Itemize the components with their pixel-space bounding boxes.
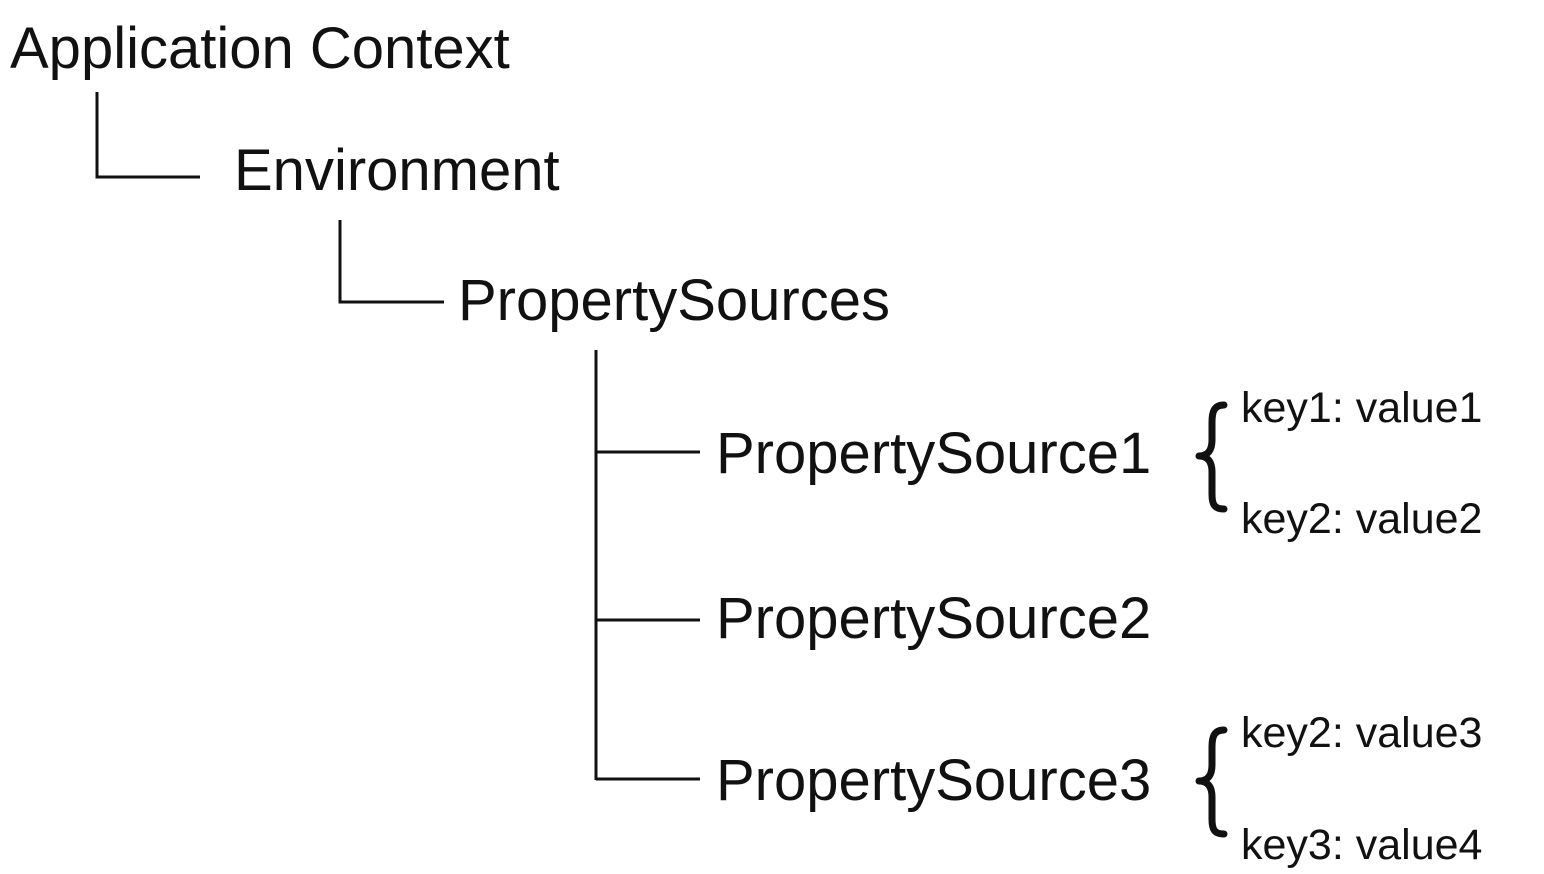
application-context-node: Application Context bbox=[10, 16, 510, 81]
connector-environment-propertysources bbox=[338, 220, 444, 304]
connector-root-environment bbox=[95, 92, 200, 179]
property-source-3-entry-2: key3: value4 bbox=[1241, 821, 1483, 869]
property-source-1-entry-1: key1: value1 bbox=[1241, 384, 1483, 432]
brace-source1 bbox=[1195, 401, 1228, 513]
property-source-3-node: PropertySource3 bbox=[716, 748, 1152, 813]
property-source-3-entry-1: key2: value3 bbox=[1241, 709, 1483, 757]
environment-node: Environment bbox=[234, 138, 560, 203]
property-source-2-node: PropertySource2 bbox=[716, 586, 1152, 651]
brace-source3 bbox=[1195, 726, 1228, 838]
property-sources-node: PropertySources bbox=[458, 268, 890, 333]
property-source-1-node: PropertySource1 bbox=[716, 421, 1152, 486]
property-source-1-entry-2: key2: value2 bbox=[1241, 495, 1483, 543]
